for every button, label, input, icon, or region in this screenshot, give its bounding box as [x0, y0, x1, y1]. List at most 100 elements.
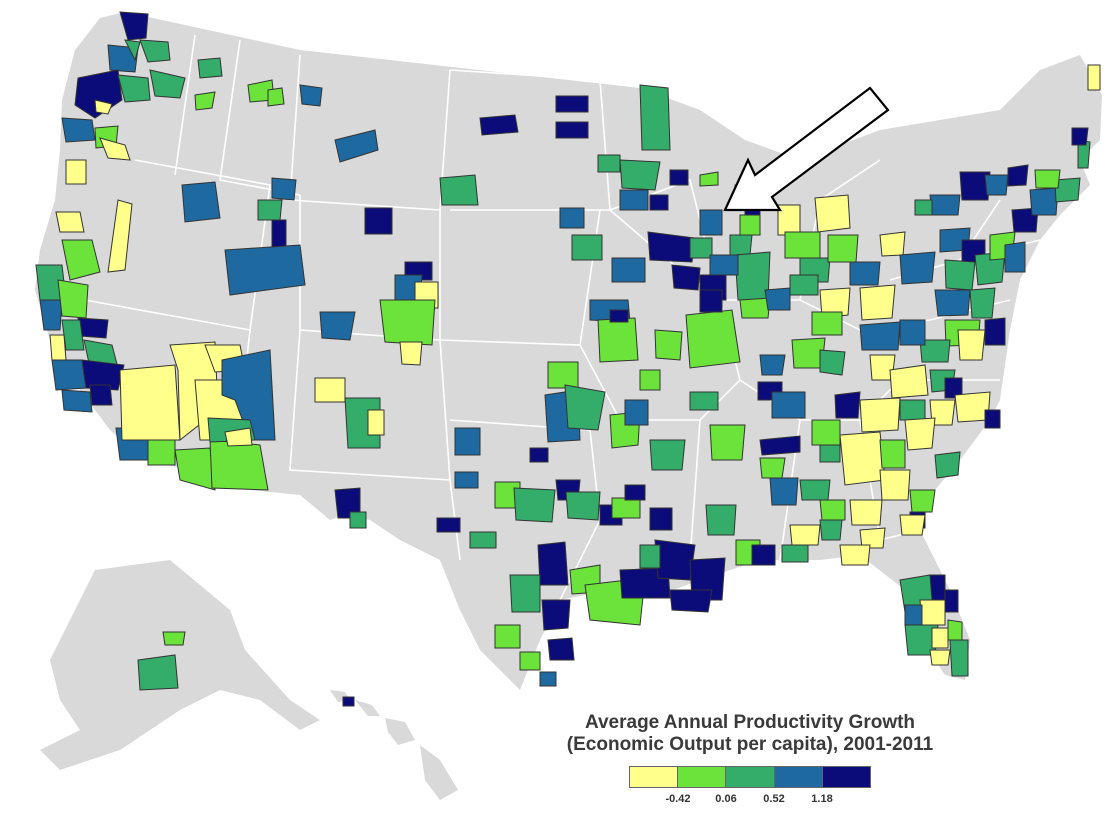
metro-region [271, 219, 287, 249]
metro-region [654, 329, 683, 361]
metro-region [984, 317, 1006, 346]
metro-region [819, 287, 851, 319]
metro-region [267, 87, 285, 107]
legend-swatch [726, 767, 775, 787]
metro-region [931, 627, 949, 649]
metro-region [859, 284, 896, 321]
metro-region [919, 339, 951, 363]
metro-region [909, 489, 936, 513]
metro-region [494, 624, 521, 649]
metro-region [51, 359, 87, 391]
metro-region [609, 309, 629, 323]
metro-region [819, 349, 846, 376]
annotation-arrow-icon [723, 86, 890, 212]
metro-region [934, 289, 971, 317]
metro-region [181, 181, 221, 223]
metro-region [834, 391, 861, 419]
metro-regions [35, 11, 1101, 707]
metro-region [789, 524, 821, 546]
map-legend: Average Annual Productivity Growth (Econ… [520, 712, 980, 809]
metro-region [879, 439, 906, 469]
metro-region [509, 574, 541, 613]
metro-region [1029, 187, 1059, 216]
metro-region [849, 261, 881, 286]
metro-region [759, 457, 786, 479]
metro-region [705, 504, 737, 536]
metro-region [541, 599, 571, 631]
metro-region [49, 334, 67, 361]
metro-region [1087, 64, 1101, 91]
metro-region [1054, 177, 1081, 203]
metro-region [107, 199, 133, 273]
metro-region [764, 287, 791, 311]
metro-region [739, 214, 761, 236]
legend-title-line-2: (Economic Output per capita), 2001-2011 [566, 734, 934, 755]
metro-region [904, 417, 936, 451]
metro-region [162, 631, 186, 646]
metro-region [454, 427, 481, 456]
metro-region [759, 435, 801, 456]
metro-region [439, 174, 479, 206]
metro-region [984, 174, 1009, 196]
metro-region [454, 471, 479, 489]
metro-region [334, 129, 379, 163]
legend-swatch [678, 767, 727, 787]
metro-region [194, 91, 216, 111]
metro-region [571, 234, 603, 261]
metro-region [94, 99, 113, 115]
metro-region [649, 507, 673, 531]
metro-region [819, 444, 841, 463]
metro-region [811, 419, 841, 446]
metro-region [709, 424, 746, 461]
metro-region [379, 299, 436, 346]
metro-region [751, 544, 776, 566]
metro-region [819, 519, 843, 541]
metro-region [839, 431, 886, 486]
metro-region [436, 517, 461, 533]
metro-region [479, 114, 519, 136]
metro-region [597, 154, 621, 173]
metro-region [929, 399, 956, 426]
metro-region [119, 364, 181, 441]
metro-region [799, 479, 831, 501]
metro-region [364, 207, 393, 235]
metro-region [55, 211, 85, 233]
metro-region [934, 451, 961, 479]
hawaii-islands [330, 690, 458, 800]
metro-region [513, 487, 556, 523]
legend-tick-label: -0.42 [665, 793, 691, 805]
metro-region [399, 341, 423, 366]
metro-region [1004, 241, 1026, 273]
metro-region [689, 237, 713, 259]
metro-region [271, 177, 297, 201]
metro-region [929, 574, 946, 601]
metro-region [699, 171, 719, 187]
metro-region [784, 231, 821, 259]
metro-region [174, 447, 216, 491]
legend-tick-label: 0.06 [715, 793, 737, 805]
metro-region [624, 399, 649, 426]
metro-region [814, 194, 851, 233]
metro-region [537, 541, 569, 586]
metro-region [929, 649, 951, 666]
alaska-landmass [40, 560, 320, 770]
metro-region [61, 117, 96, 143]
metro-region [639, 84, 671, 151]
metro-region [947, 619, 963, 641]
metro-region [61, 389, 93, 413]
metro-region [771, 391, 806, 419]
metro-region [61, 239, 101, 281]
metro-region [649, 439, 686, 471]
metro-region [81, 359, 125, 391]
metro-region [699, 209, 723, 236]
metro-region [597, 317, 639, 363]
legend-color-scale [629, 766, 871, 788]
metro-region [899, 399, 926, 421]
metro-region [944, 259, 976, 291]
metro-region [555, 95, 589, 113]
metro-region [57, 279, 89, 319]
metro-region [119, 11, 149, 41]
metro-region [139, 39, 171, 63]
metro-region [957, 329, 986, 361]
metro-region [124, 39, 141, 62]
